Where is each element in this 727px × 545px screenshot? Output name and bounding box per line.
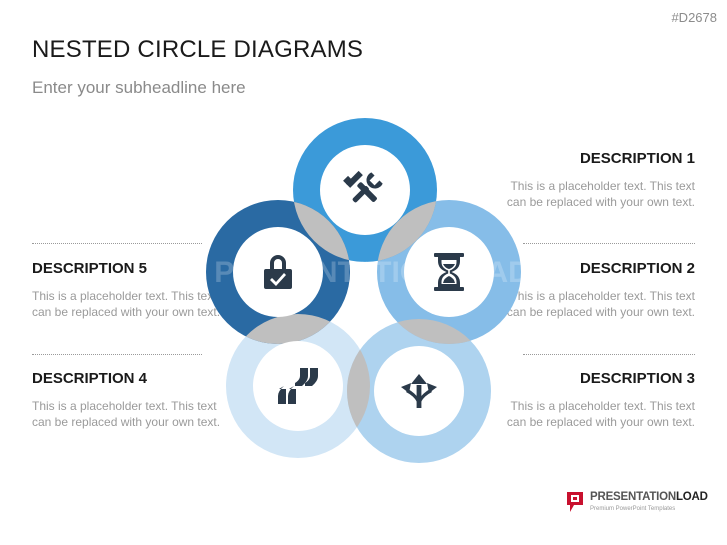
separator-left-bottom <box>32 354 202 355</box>
slide-id: #D2678 <box>671 10 717 25</box>
description-2-text: This is a placeholder text. This text ca… <box>506 289 695 319</box>
description-5[interactable]: DESCRIPTION 5 This is a placeholder text… <box>32 260 222 320</box>
presentationload-logo: PRESENTATIONLOAD Premium PowerPoint Temp… <box>566 491 708 513</box>
logo-brand-part2: LOAD <box>675 491 708 504</box>
overlap-1-5 <box>293 200 350 262</box>
lock-icon <box>264 255 292 289</box>
page-title[interactable]: NESTED CIRCLE DIAGRAMS <box>32 36 364 63</box>
logo-mark-icon <box>567 492 583 512</box>
description-1[interactable]: DESCRIPTION 1 This is a placeholder text… <box>505 150 695 210</box>
logo-tagline: Premium PowerPoint Templates <box>590 505 676 512</box>
separator-right-top <box>523 243 695 244</box>
description-3-text: This is a placeholder text. This text ca… <box>506 399 695 429</box>
tools-icon <box>343 170 383 203</box>
description-5-heading: DESCRIPTION 5 <box>32 260 148 277</box>
separator-left-top <box>32 243 202 244</box>
separator-right-bottom <box>523 354 695 355</box>
hourglass-icon <box>434 253 464 291</box>
description-2-heading: DESCRIPTION 2 <box>579 260 695 277</box>
split-arrows-icon <box>401 374 437 408</box>
overlap-1-2 <box>377 200 437 262</box>
logo-brand-part1: PRESENTATION <box>590 491 676 504</box>
description-1-heading: DESCRIPTION 1 <box>579 150 695 167</box>
description-3[interactable]: DESCRIPTION 3 This is a placeholder text… <box>505 370 695 430</box>
description-4-heading: DESCRIPTION 4 <box>32 370 148 387</box>
quote-icon <box>278 368 318 404</box>
page-subtitle[interactable]: Enter your subheadline here <box>32 78 246 97</box>
description-2[interactable]: DESCRIPTION 2 This is a placeholder text… <box>505 260 695 320</box>
description-4-text: This is a placeholder text. This text ca… <box>32 399 221 429</box>
description-4[interactable]: DESCRIPTION 4 This is a placeholder text… <box>32 370 222 430</box>
description-5-text: This is a placeholder text. This text ca… <box>32 289 221 319</box>
description-3-heading: DESCRIPTION 3 <box>579 370 695 387</box>
description-1-text: This is a placeholder text. This text ca… <box>506 179 695 209</box>
